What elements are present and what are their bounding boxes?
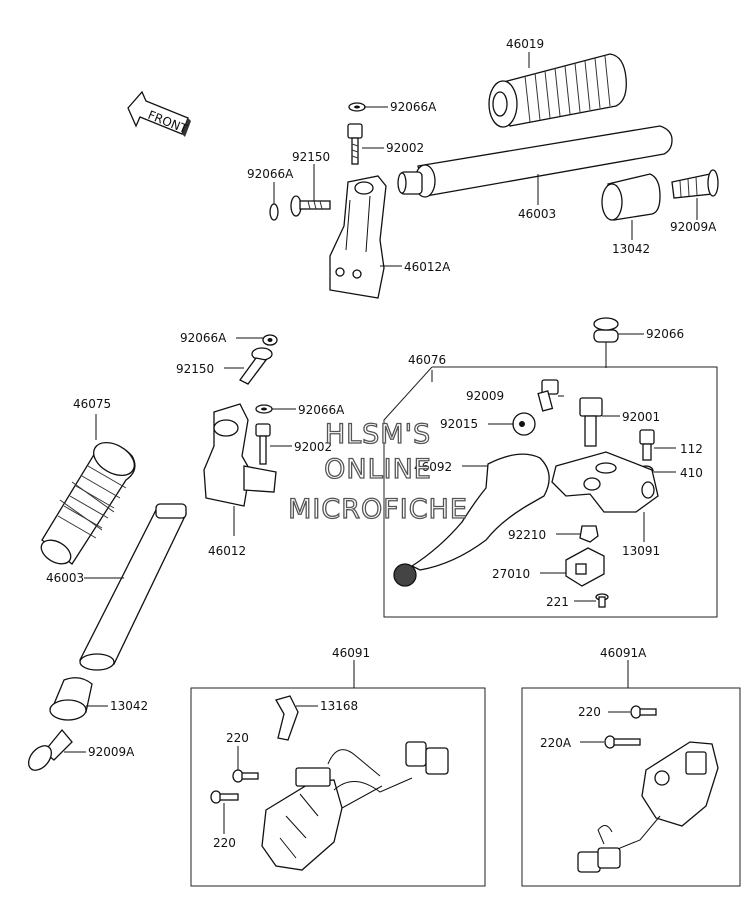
label-92015: 92015 <box>440 417 478 431</box>
watermark: HLSM'S ONLINE MICROFICHE <box>287 418 468 525</box>
label-27010: 27010 <box>492 567 530 581</box>
label-220-c: 220 <box>578 705 601 719</box>
label-46075: 46075 <box>73 397 111 411</box>
label-46003-top: 46003 <box>518 207 556 221</box>
label-92066A-mid: 92066A <box>180 331 227 345</box>
label-92150-mid: 92150 <box>176 362 214 376</box>
watermark-line-2: ONLINE <box>324 454 432 485</box>
part-220-screw-b <box>210 790 239 804</box>
label-13042-left: 13042 <box>110 699 148 713</box>
part-92150-bolt-mid <box>239 347 273 385</box>
label-92150-top: 92150 <box>292 150 330 164</box>
label-220-a: 220 <box>226 731 249 745</box>
label-46012: 46012 <box>208 544 246 558</box>
part-46092-lever <box>393 453 550 587</box>
label-92002-mid: 92002 <box>294 440 332 454</box>
label-92066A-left: 92066A <box>247 167 294 181</box>
label-46091A: 46091A <box>600 646 647 660</box>
label-220A: 220A <box>540 736 572 750</box>
part-92066A-washer-left <box>269 203 279 221</box>
label-220-b: 220 <box>213 836 236 850</box>
part-46075-grip <box>40 441 136 565</box>
part-46091-switch-housing <box>261 741 449 871</box>
part-92009A-bar-end-left <box>28 728 73 771</box>
part-13042-collar-left <box>49 677 93 721</box>
watermark-line-3: MICROFICHE <box>288 494 468 525</box>
part-46012-holder <box>203 403 277 507</box>
leader-lines <box>64 52 698 834</box>
label-92009: 92009 <box>466 389 504 403</box>
label-13042-top: 13042 <box>612 242 650 256</box>
part-92066A-washer-mid <box>262 334 278 346</box>
part-92001-bolt <box>579 397 603 447</box>
label-112: 112 <box>680 442 703 456</box>
part-92002-bolt-mid <box>255 423 271 465</box>
assembly-box-46091A <box>521 687 741 887</box>
label-92009A-top: 92009A <box>670 220 717 234</box>
part-13168-clip <box>275 695 299 741</box>
label-46076: 46076 <box>408 353 446 367</box>
label-92002-top: 92002 <box>386 141 424 155</box>
part-46091A-switch-housing <box>577 741 719 873</box>
part-92210-nut <box>579 525 599 543</box>
part-labels: 46019 92066A 92002 92150 92066A 46003 92… <box>46 37 717 850</box>
part-92002-bolt-top <box>347 123 363 165</box>
label-92066A-mid2: 92066A <box>298 403 345 417</box>
part-92066-cap <box>593 317 619 343</box>
part-220A-screw <box>604 735 641 749</box>
label-92009A-left: 92009A <box>88 745 135 759</box>
part-220-screw-a <box>232 769 259 783</box>
watermark-line-1: HLSM'S <box>325 419 431 450</box>
label-92210: 92210 <box>508 528 546 542</box>
label-46003-left: 46003 <box>46 571 84 585</box>
part-92015-nut <box>512 412 536 436</box>
part-13042-collar-top <box>601 173 661 221</box>
part-46003-tube-left <box>78 503 187 671</box>
part-92009A-bar-end-top <box>671 169 719 199</box>
part-220-screw-c <box>630 705 657 719</box>
label-13091: 13091 <box>622 544 660 558</box>
part-46003-tube-top <box>397 125 673 198</box>
part-112-bolt <box>639 429 655 461</box>
label-221: 221 <box>546 595 569 609</box>
assembly-box-46076 <box>383 366 718 618</box>
label-92066: 92066 <box>646 327 684 341</box>
label-46019: 46019 <box>506 37 544 51</box>
label-410: 410 <box>680 466 703 480</box>
part-13091-clamp <box>551 451 659 513</box>
label-92066A-top: 92066A <box>390 100 437 114</box>
part-92150-bolt-top <box>290 195 331 217</box>
part-92009-bolt <box>537 379 559 412</box>
label-13168: 13168 <box>320 699 358 713</box>
part-46019-grip <box>488 53 627 128</box>
assembly-box-46091 <box>190 687 486 887</box>
front-arrow: FRONT <box>127 90 191 137</box>
part-46012A-holder <box>329 175 387 299</box>
part-27010-switch <box>565 547 605 587</box>
part-92066A-washer-top <box>348 102 366 112</box>
label-46012A: 46012A <box>404 260 451 274</box>
part-92066A-washer-mid2 <box>255 404 273 414</box>
label-46092: 46092 <box>414 460 452 474</box>
part-221-screw <box>595 593 609 608</box>
label-46091: 46091 <box>332 646 370 660</box>
label-92001: 92001 <box>622 410 660 424</box>
